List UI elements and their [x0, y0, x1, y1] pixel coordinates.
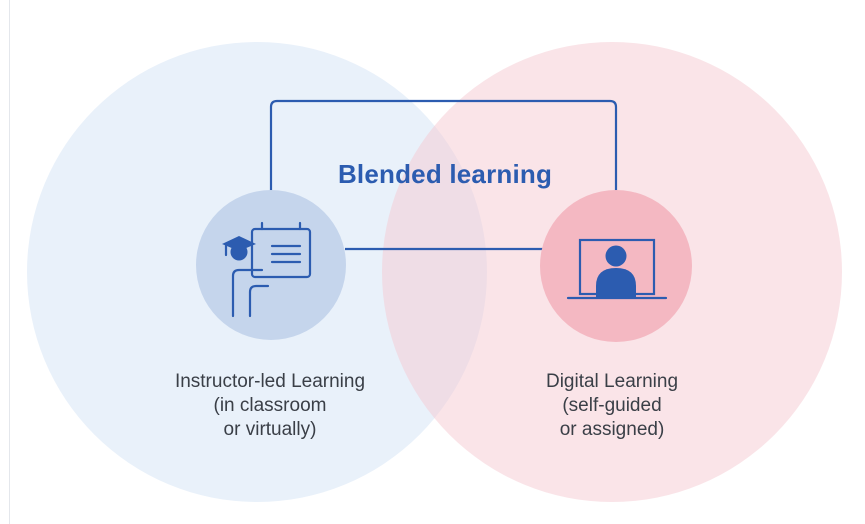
- left-edge-divider: [9, 0, 10, 524]
- diagram-title: Blended learning: [337, 159, 553, 189]
- person-at-screen-icon: [566, 238, 668, 300]
- instructor-led-caption: Instructor-led Learning (in classroom or…: [140, 370, 400, 442]
- connector-bracket: [269, 99, 618, 197]
- instructor-at-whiteboard-icon: [222, 221, 312, 318]
- instructor-badge: [196, 190, 346, 340]
- caption-line: Instructor-led Learning: [174, 371, 366, 392]
- caption-line: Digital Learning: [545, 371, 679, 392]
- caption-line: or virtually): [223, 419, 317, 440]
- caption-line: (in classroom: [213, 395, 327, 416]
- digital-learning-caption: Digital Learning (self-guided or assigne…: [482, 370, 742, 442]
- caption-line: or assigned): [559, 419, 665, 440]
- caption-line: (self-guided: [562, 395, 662, 416]
